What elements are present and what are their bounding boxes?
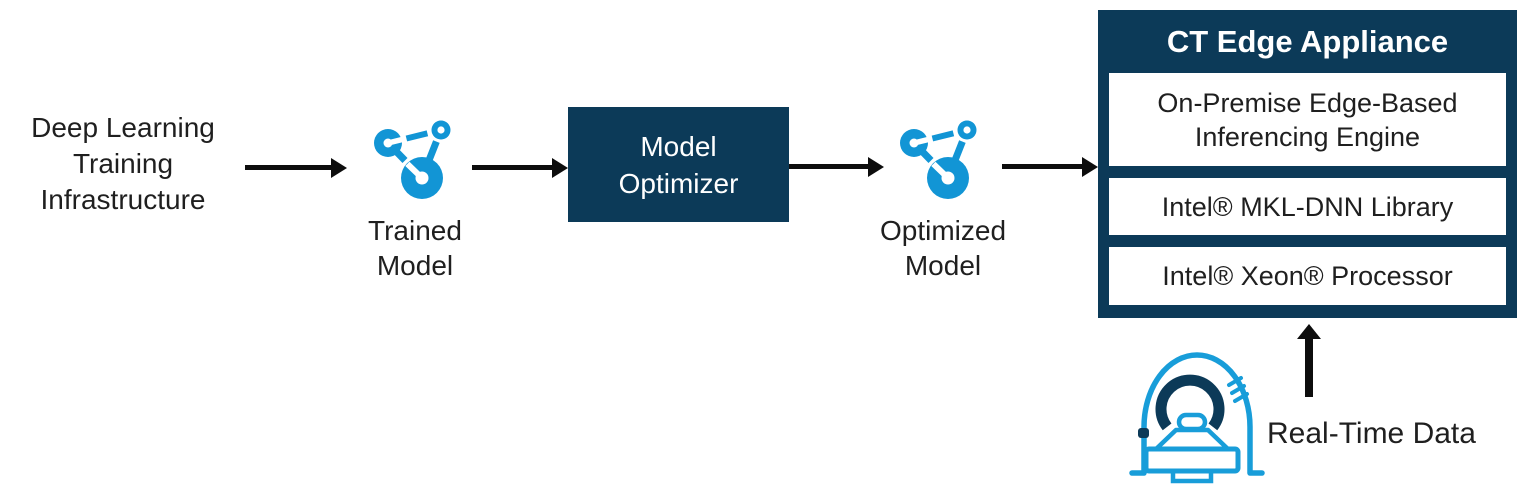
- flow-arrow-2: [472, 165, 552, 170]
- model-optimizer-box: Model Optimizer: [568, 107, 789, 222]
- realtime-data-arrow: [1305, 339, 1313, 397]
- xeon-processor-layer: Intel® Xeon® Processor: [1109, 247, 1506, 305]
- flow-arrow-3: [789, 164, 868, 169]
- ct-scanner-icon: [1129, 352, 1265, 484]
- ct-edge-appliance-box: CT Edge Appliance On-Premise Edge-Based …: [1098, 10, 1517, 318]
- flow-arrow-1: [245, 165, 331, 170]
- optimized-model-label: Optimized Model: [879, 215, 1007, 281]
- mkl-dnn-library-layer: Intel® MKL-DNN Library: [1109, 178, 1506, 235]
- network-graph-icon: [900, 120, 977, 199]
- model-optimizer-label: Model Optimizer: [618, 130, 739, 199]
- ct-edge-appliance-title: CT Edge Appliance: [1166, 23, 1449, 59]
- trained-model-label: Trained Model: [368, 215, 462, 281]
- training-infrastructure-label: Deep Learning Training Infrastructure: [31, 112, 215, 215]
- network-graph-icon: [374, 120, 451, 199]
- flow-arrow-4: [1002, 164, 1082, 169]
- inferencing-engine-layer: On-Premise Edge-Based Inferencing Engine: [1109, 73, 1506, 166]
- realtime-data-label: Real-Time Data: [1267, 417, 1476, 450]
